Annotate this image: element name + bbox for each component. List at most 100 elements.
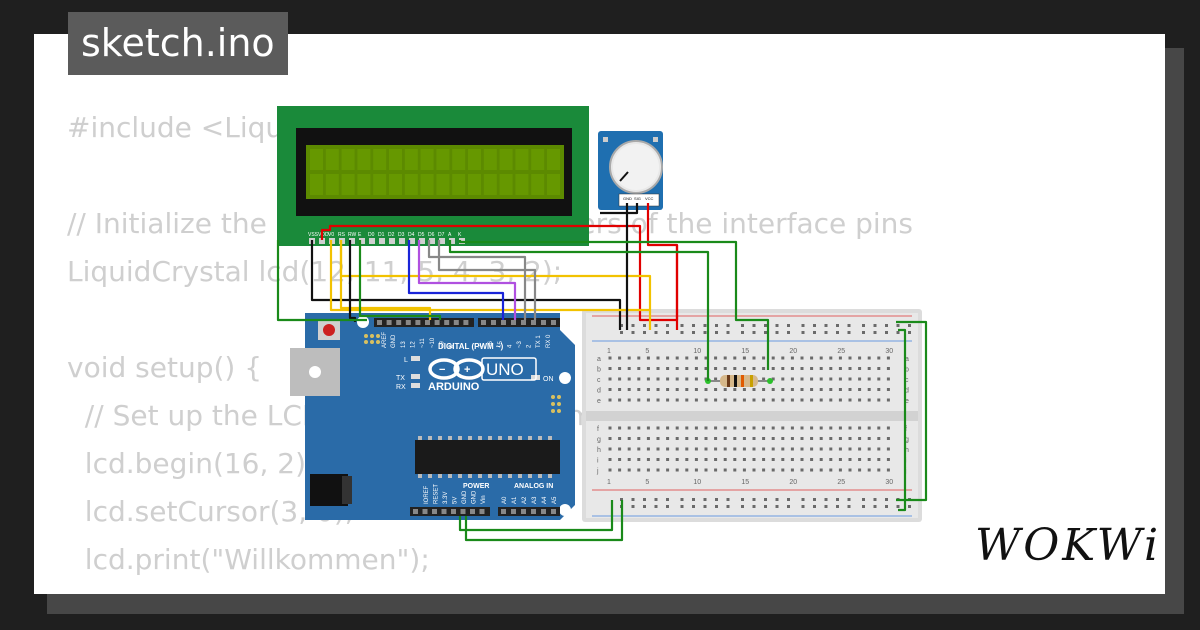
- breadboard-hole[interactable]: [637, 398, 641, 402]
- breadboard-hole[interactable]: [838, 356, 842, 360]
- lcd-pin[interactable]: [439, 238, 445, 244]
- breadboard-hole[interactable]: [714, 398, 718, 402]
- rail-hole[interactable]: [824, 505, 828, 508]
- rail-hole[interactable]: [787, 498, 790, 501]
- breadboard-hole[interactable]: [819, 367, 823, 370]
- breadboard-hole[interactable]: [848, 468, 852, 472]
- rail-hole[interactable]: [896, 331, 900, 334]
- breadboard-hole[interactable]: [877, 426, 881, 430]
- breadboard-hole[interactable]: [858, 367, 862, 370]
- header-pin[interactable]: [415, 320, 421, 325]
- breadboard-hole[interactable]: [733, 398, 737, 402]
- rail-hole[interactable]: [813, 498, 816, 501]
- breadboard-hole[interactable]: [714, 356, 718, 360]
- rail-hole[interactable]: [692, 505, 695, 508]
- breadboard-hole[interactable]: [867, 426, 871, 430]
- breadboard-hole[interactable]: [781, 356, 785, 360]
- breadboard-hole[interactable]: [848, 426, 852, 430]
- breadboard-hole[interactable]: [666, 458, 670, 461]
- breadboard-hole[interactable]: [781, 437, 785, 440]
- rail-hole[interactable]: [666, 505, 669, 508]
- header-pin[interactable]: [451, 509, 456, 514]
- breadboard-hole[interactable]: [627, 447, 631, 451]
- breadboard-hole[interactable]: [618, 398, 622, 402]
- rail-hole[interactable]: [836, 331, 839, 334]
- breadboard-hole[interactable]: [800, 388, 804, 391]
- breadboard-hole[interactable]: [781, 458, 785, 461]
- breadboard-hole[interactable]: [685, 458, 689, 461]
- breadboard-hole[interactable]: [877, 377, 881, 381]
- breadboard-hole[interactable]: [704, 447, 708, 451]
- rail-hole[interactable]: [643, 498, 646, 501]
- breadboard-hole[interactable]: [656, 398, 660, 402]
- breadboard-hole[interactable]: [637, 426, 641, 430]
- rail-hole[interactable]: [764, 505, 767, 508]
- breadboard-hole[interactable]: [656, 447, 660, 451]
- breadboard-hole[interactable]: [723, 426, 727, 430]
- breadboard-hole[interactable]: [829, 426, 833, 430]
- sketch-filename-badge[interactable]: sketch.ino: [68, 12, 288, 75]
- lcd-pin[interactable]: [369, 238, 375, 244]
- breadboard-hole[interactable]: [790, 468, 794, 472]
- rail-hole[interactable]: [680, 331, 684, 334]
- breadboard-hole[interactable]: [685, 426, 689, 430]
- breadboard-hole[interactable]: [656, 458, 660, 461]
- breadboard-hole[interactable]: [838, 447, 842, 451]
- breadboard-hole[interactable]: [694, 388, 698, 391]
- breadboard-hole[interactable]: [675, 398, 679, 402]
- breadboard-hole[interactable]: [675, 367, 679, 370]
- breadboard-hole[interactable]: [637, 437, 641, 440]
- breadboard-hole[interactable]: [637, 367, 641, 370]
- breadboard-hole[interactable]: [627, 398, 631, 402]
- breadboard-hole[interactable]: [829, 398, 833, 402]
- breadboard-hole[interactable]: [800, 367, 804, 370]
- breadboard-hole[interactable]: [877, 468, 881, 472]
- breadboard-hole[interactable]: [829, 367, 833, 370]
- rail-hole[interactable]: [666, 498, 669, 501]
- breadboard-hole[interactable]: [790, 367, 794, 370]
- rail-hole[interactable]: [715, 324, 718, 327]
- breadboard-hole[interactable]: [781, 447, 785, 451]
- breadboard-hole[interactable]: [867, 437, 871, 440]
- breadboard-hole[interactable]: [800, 437, 804, 440]
- breadboard-hole[interactable]: [742, 468, 746, 472]
- rail-hole[interactable]: [692, 331, 695, 334]
- breadboard-hole[interactable]: [656, 367, 660, 370]
- breadboard-hole[interactable]: [666, 447, 670, 451]
- rail-hole[interactable]: [824, 331, 828, 334]
- breadboard-hole[interactable]: [723, 388, 727, 391]
- breadboard-hole[interactable]: [886, 426, 890, 430]
- rail-hole[interactable]: [692, 324, 695, 327]
- rail-hole[interactable]: [908, 324, 911, 327]
- breadboard-hole[interactable]: [800, 458, 804, 461]
- breadboard-hole[interactable]: [675, 447, 679, 451]
- breadboard-hole[interactable]: [858, 437, 862, 440]
- breadboard-hole[interactable]: [646, 388, 650, 391]
- rail-hole[interactable]: [752, 505, 756, 508]
- breadboard-hole[interactable]: [810, 398, 814, 402]
- lcd-pin[interactable]: [349, 238, 355, 244]
- breadboard-hole[interactable]: [838, 437, 842, 440]
- breadboard-hole[interactable]: [742, 458, 746, 461]
- breadboard-hole[interactable]: [762, 437, 766, 440]
- breadboard-hole[interactable]: [829, 458, 833, 461]
- breadboard-hole[interactable]: [608, 367, 612, 370]
- breadboard-hole[interactable]: [810, 437, 814, 440]
- rail-hole[interactable]: [896, 324, 900, 327]
- rail-hole[interactable]: [741, 331, 744, 334]
- breadboard-hole[interactable]: [877, 437, 881, 440]
- breadboard-hole[interactable]: [666, 437, 670, 440]
- breadboard-hole[interactable]: [723, 398, 727, 402]
- breadboard-hole[interactable]: [627, 377, 631, 381]
- breadboard-hole[interactable]: [742, 398, 746, 402]
- breadboard-hole[interactable]: [675, 356, 679, 360]
- rail-hole[interactable]: [847, 331, 851, 334]
- breadboard-hole[interactable]: [694, 367, 698, 370]
- breadboard-hole[interactable]: [752, 388, 756, 391]
- breadboard-hole[interactable]: [694, 437, 698, 440]
- breadboard-hole[interactable]: [829, 356, 833, 360]
- breadboard-hole[interactable]: [781, 377, 785, 381]
- breadboard-hole[interactable]: [829, 388, 833, 391]
- rail-hole[interactable]: [775, 331, 779, 334]
